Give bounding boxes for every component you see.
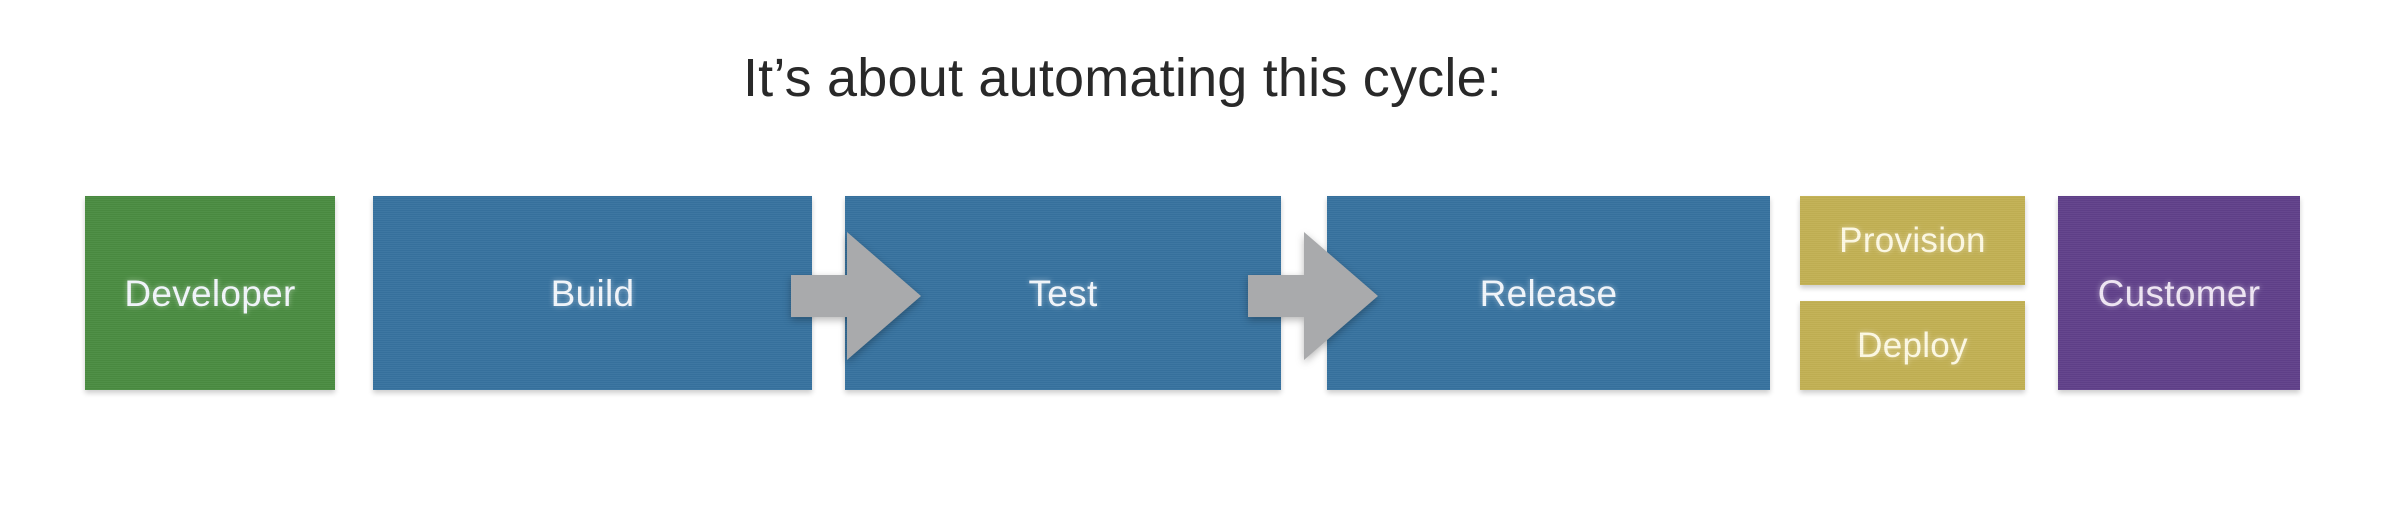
stage-box-build[interactable]: Build bbox=[373, 196, 812, 390]
page-title: It’s about automating this cycle: bbox=[742, 48, 1502, 108]
stage-label-provision: Provision bbox=[1839, 221, 1986, 260]
stage-label-deploy: Deploy bbox=[1857, 326, 1968, 365]
stage-box-customer[interactable]: Customer bbox=[2058, 196, 2300, 390]
stage-label-developer: Developer bbox=[124, 272, 296, 314]
stage-box-test[interactable]: Test bbox=[845, 196, 1281, 390]
arrow-right-icon-build-to-test bbox=[791, 228, 921, 364]
stage-box-provision[interactable]: Provision bbox=[1800, 196, 2025, 285]
stage-label-customer: Customer bbox=[2097, 272, 2261, 314]
stage-label-build: Build bbox=[550, 272, 635, 314]
stage-label-test: Test bbox=[1028, 272, 1098, 314]
stage-box-release[interactable]: Release bbox=[1327, 196, 1770, 390]
stage-box-developer[interactable]: Developer bbox=[85, 196, 335, 390]
stage-label-release: Release bbox=[1479, 272, 1618, 314]
arrow-right-icon-test-to-release bbox=[1248, 228, 1378, 364]
stage-box-deploy[interactable]: Deploy bbox=[1800, 301, 2025, 390]
